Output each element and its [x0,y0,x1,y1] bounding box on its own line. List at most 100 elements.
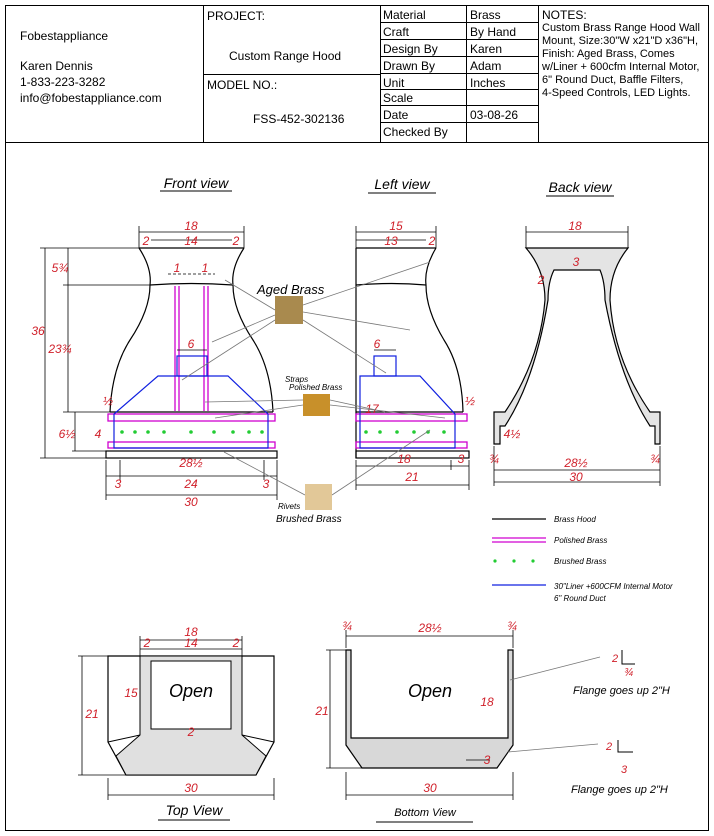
project-label: PROJECT: [207,9,266,23]
dim-label: ¾ [507,619,517,633]
project-value: Custom Range Hood [229,49,342,63]
dim-label: 18 [184,219,198,233]
legend-label: 6" Round Duct [554,594,607,603]
bottom-view-title: Bottom View [394,807,457,819]
legend: Brass Hood Polished Brass Brushed Brass … [492,515,673,603]
spec-key: Date [383,108,409,122]
spec-key: Material [383,8,426,22]
material-callouts: Aged Brass Straps Polished Brass Rivets … [181,261,446,525]
dim-label: ½ [103,394,113,408]
top-view-title: Top View [166,802,224,818]
contact-phone: 1-833-223-3282 [20,75,106,89]
brushed-brass-swatch [305,484,332,510]
dim-label: 28½ [417,621,441,635]
front-view-title: Front view [164,175,229,191]
dim-label: 30 [184,781,198,795]
dim-label: 1 [202,261,209,275]
dim-label: 15 [389,219,403,233]
dim-label: 2 [187,725,195,739]
dim-label: 5¾ [52,261,69,275]
polished-brass-swatch [303,394,330,416]
dim-label: 15 [124,686,138,700]
dim-label: 21 [314,704,328,718]
dim-label: 1 [174,261,181,275]
model-label: MODEL NO.: [207,78,278,92]
notes-line: 4-Speed Controls, LED Lights. [542,87,691,99]
legend-label: 30"Liner +600CFM Internal Motor [554,582,673,591]
left-view-title: Left view [374,176,430,192]
dim-label: 3 [621,764,628,776]
straps-label: Straps [285,375,308,384]
spec-key: Scale [383,91,414,105]
contact-name: Karen Dennis [20,59,93,73]
dim-label: 18 [480,695,494,709]
dim-label: 23¾ [47,342,71,356]
polished-brass-label: Polished Brass [289,383,342,392]
dim-label: 2 [428,234,436,248]
dim-label: 3 [458,452,465,466]
dim-label: ½ [465,394,475,408]
aged-brass-swatch [275,296,303,324]
dim-label: 24 [183,477,198,491]
title-block-grid [5,5,709,831]
dim-label: 6 [188,337,195,351]
spec-value: Inches [470,76,506,90]
notes-line: Custom Brass Range Hood Wall [542,22,700,34]
left-view: Left view [355,176,475,490]
spec-key: Craft [383,25,410,39]
contact-email: info@fobestappliance.com [20,91,162,105]
back-view-title: Back view [548,179,612,195]
dim-label: 4 [95,427,102,441]
dim-label: 2 [537,273,545,287]
back-view: Back view 18 3 2 4½ 28½ ¾ ¾ 30 [489,179,661,486]
model-value: FSS-452-302136 [253,112,345,126]
dim-label: 3 [573,255,580,269]
dim-label: 3 [484,753,491,767]
front-view: Front view [31,175,278,509]
dim-label: ¾ [650,452,660,466]
dim-label: 14 [184,234,198,248]
legend-swatch [493,559,535,563]
rivets-label: Rivets [278,502,300,511]
dim-label: 2 [611,653,618,665]
dim-label: 2 [232,636,240,650]
top-open-label: Open [169,681,213,701]
spec-value: Brass [470,8,501,22]
flange-note: Flange goes up 2"H [573,685,670,697]
dim-label: 4½ [504,427,521,441]
spec-key: Design By [383,42,438,56]
dim-label: 2 [143,636,151,650]
dim-label: 21 [404,470,418,484]
dim-label: 3 [263,477,270,491]
dim-label: 18 [568,219,582,233]
dim-label: ¾ [489,452,499,466]
dim-label: 21 [84,707,98,721]
flange-note: Flange goes up 2"H [571,784,668,796]
spec-value: By Hand [470,25,517,39]
dim-label: 28½ [178,456,202,470]
dim-label: 18 [184,625,198,639]
dim-label: 36 [31,324,45,338]
bottom-view: Open ¾ 28½ ¾ 21 18 3 30 Bottom View [314,619,517,823]
flange-details: 2 ¾ 2 3 Flange goes up 2"H Flange goes u… [507,650,670,796]
dim-label: ¾ [624,667,633,679]
dim-label: 2 [605,741,612,753]
dim-label: 13 [384,234,398,248]
spec-value: Karen [470,42,503,56]
bottom-open-label: Open [408,681,452,701]
dim-label: 3 [115,477,122,491]
legend-label: Brass Hood [554,515,596,524]
notes-line: w/Liner + 600cfm Internal Motor, [542,61,700,73]
spec-key: Drawn By [383,59,436,73]
spec-value: Adam [470,59,502,73]
dim-label: 6 [374,337,381,351]
legend-label: Polished Brass [554,536,607,545]
spec-key: Checked By [383,125,448,139]
brushed-brass-label: Brushed Brass [276,514,342,525]
dim-label: 30 [184,495,198,509]
aged-brass-label: Aged Brass [256,282,325,297]
company-name: Fobestappliance [20,29,109,43]
notes-line: Mount, Size:30"W x21"D x36"H, [542,35,698,47]
dim-label: 14 [184,636,198,650]
